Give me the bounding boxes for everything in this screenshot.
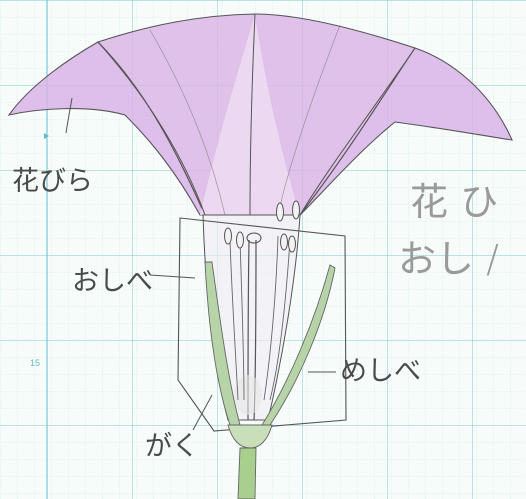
- pistil-label: めしべ: [340, 356, 421, 387]
- petal-label: 花びら: [12, 166, 93, 197]
- stamen-label: おしべ: [72, 266, 153, 297]
- faint-text-line-1: 花 ひ: [410, 180, 498, 224]
- stem: [238, 448, 256, 499]
- faint-text-line-2: おし /: [398, 237, 499, 281]
- row-number: 15: [30, 358, 40, 368]
- sepal-label: がく: [145, 431, 199, 462]
